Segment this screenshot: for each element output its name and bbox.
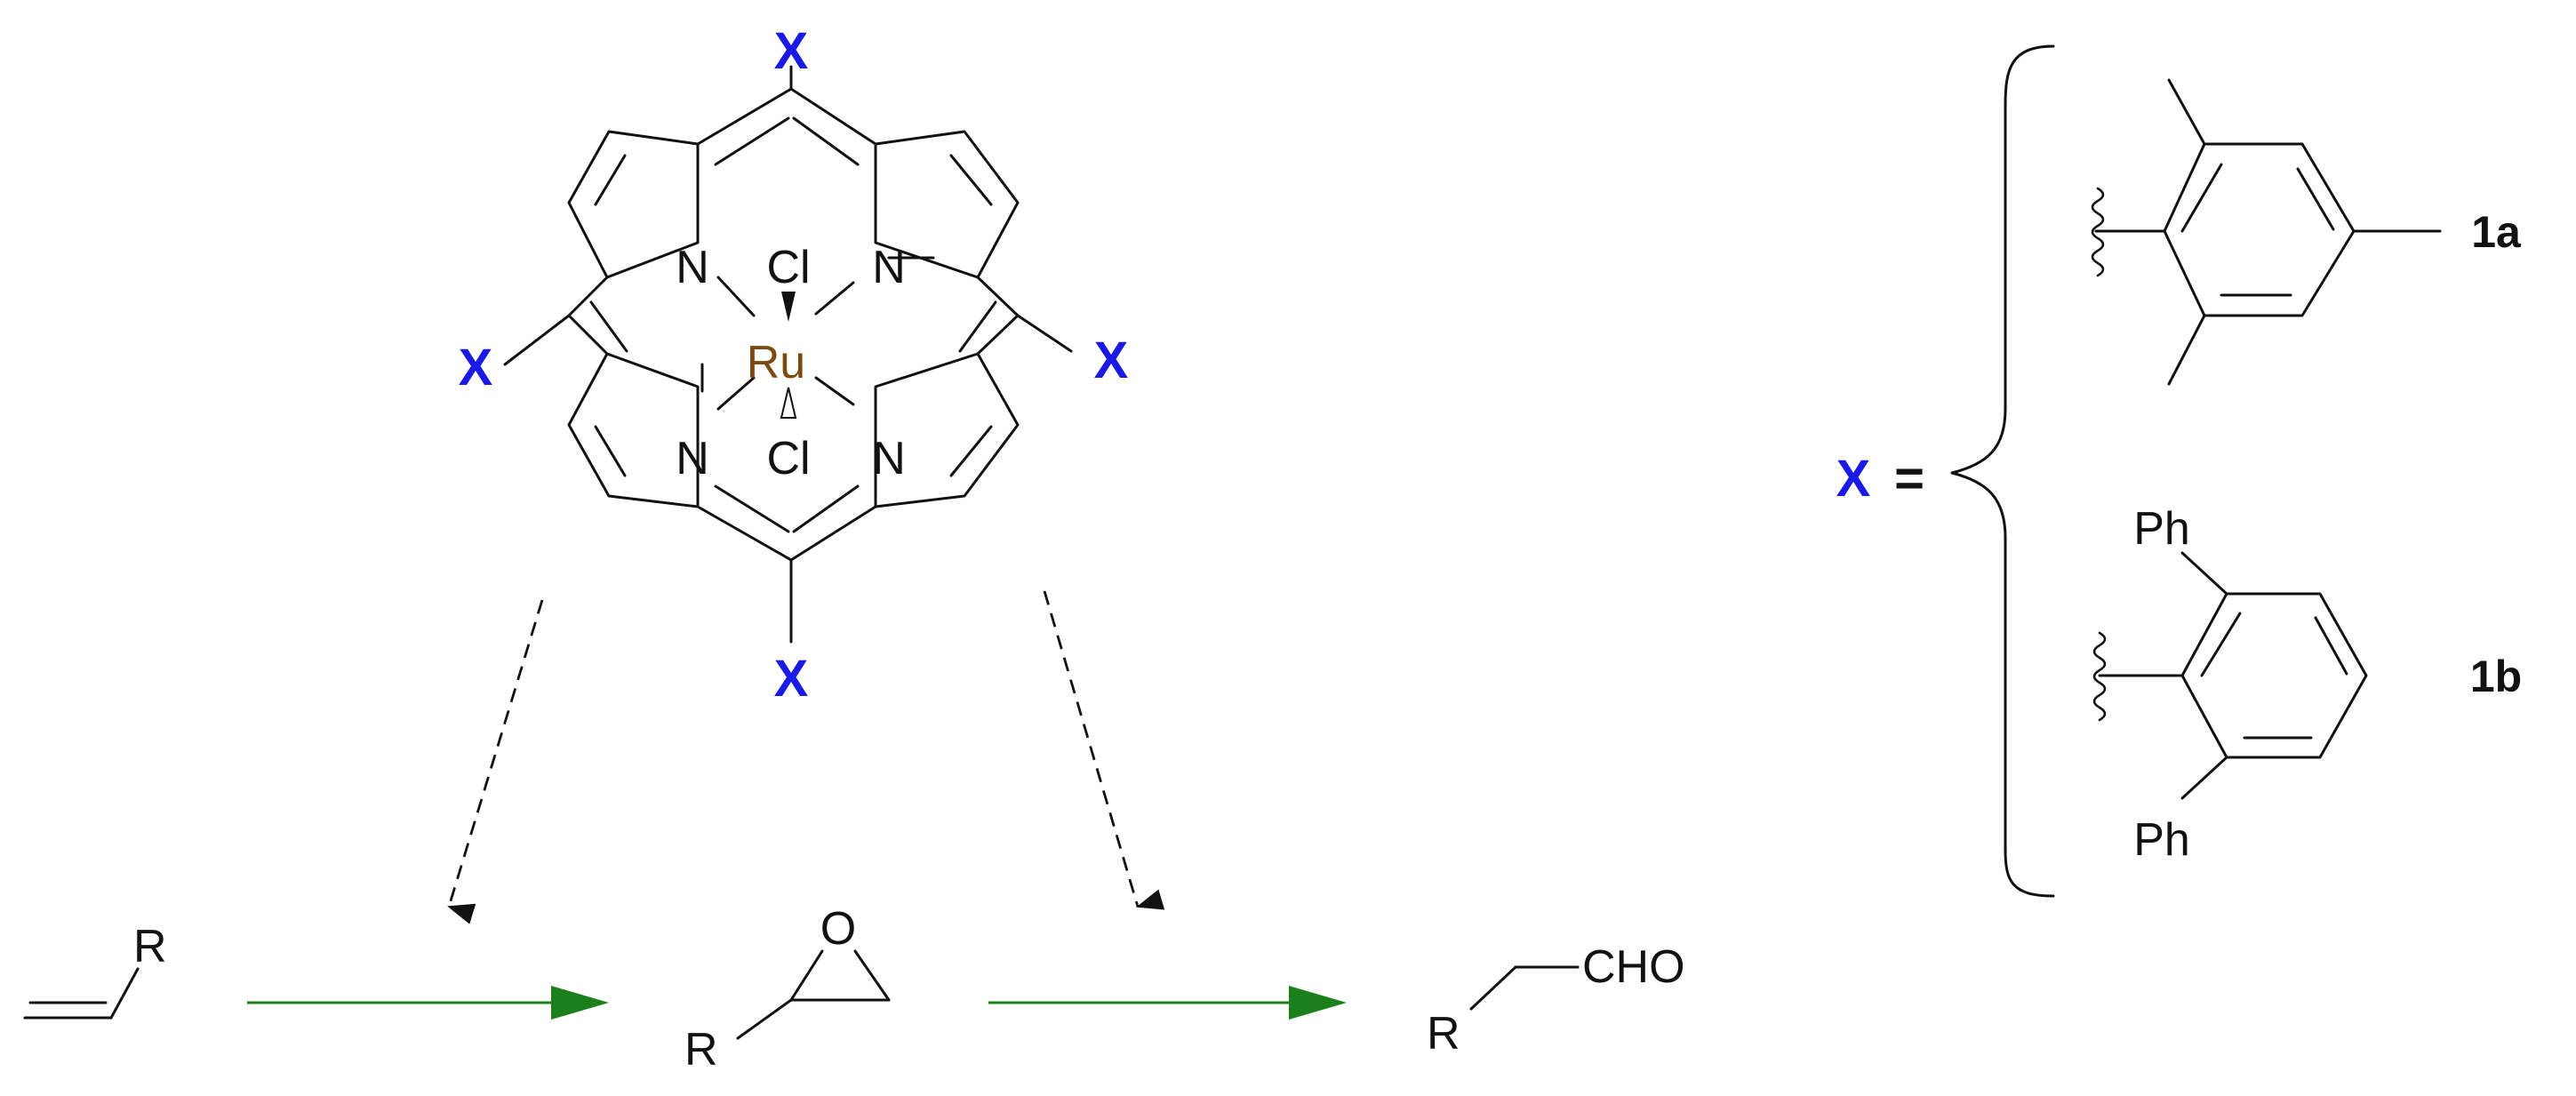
- alkene-substrate: R: [23, 921, 167, 1020]
- aldehyde-product: R CHO: [1427, 941, 1685, 1060]
- nitrogen-atom-bottom-right: N: [872, 433, 906, 484]
- ruthenium-atom: Ru: [747, 337, 805, 388]
- attachment-wavy-bond-1a: [2091, 187, 2105, 277]
- nitrogen-atom-bottom-left: N: [676, 433, 709, 484]
- substituent-definition: X = 1a Ph Ph 1b: [1836, 44, 2522, 898]
- dashed-arrow-catalyst-step-2: [1043, 590, 1165, 910]
- wedge-bond-up: [781, 292, 796, 322]
- x-equals-label: X: [1836, 450, 1871, 508]
- equals-sign: =: [1894, 450, 1924, 508]
- phenyl-label-bottom: Ph: [2133, 814, 2190, 866]
- phenyl-label-top: Ph: [2133, 503, 2190, 555]
- terphenyl-substituent-1b: Ph Ph: [2092, 503, 2368, 866]
- epoxide-oxygen-atom: O: [820, 903, 856, 955]
- chlorine-atom-axial-bottom: Cl: [766, 433, 810, 484]
- meso-substituent-bottom: X: [774, 650, 809, 708]
- green-arrow-epoxidation: [247, 986, 609, 1020]
- porphyrin-skeleton-bonds: [503, 65, 1073, 644]
- alkene-r-group: R: [133, 921, 167, 972]
- compound-label-1b: 1b: [2470, 652, 2522, 701]
- epoxide-intermediate: O R: [684, 903, 891, 1076]
- green-arrow-rearrangement: [988, 986, 1347, 1020]
- ruthenium-porphyrin-catalyst: N N N N Cl Ru Cl X X X X: [459, 22, 1129, 708]
- attachment-wavy-bond-1b: [2092, 631, 2107, 722]
- curly-brace: [1950, 44, 2055, 898]
- compound-label-1a: 1a: [2471, 207, 2522, 257]
- hashed-wedge-bond-down: [780, 387, 797, 419]
- nitrogen-atom-top-right: N: [872, 242, 906, 293]
- mesityl-substituent-1a: [2091, 78, 2442, 386]
- meso-substituent-left: X: [459, 339, 493, 396]
- meso-substituent-top: X: [774, 22, 809, 80]
- nitrogen-atom-top-left: N: [676, 242, 709, 293]
- epoxide-r-group: R: [684, 1024, 718, 1076]
- aldehyde-r-group: R: [1427, 1008, 1460, 1060]
- dashed-arrow-catalyst-step-1: [447, 599, 544, 924]
- aldehyde-cho-group: CHO: [1582, 941, 1685, 993]
- chlorine-atom-axial-top: Cl: [766, 242, 810, 293]
- meso-substituent-right: X: [1094, 332, 1129, 389]
